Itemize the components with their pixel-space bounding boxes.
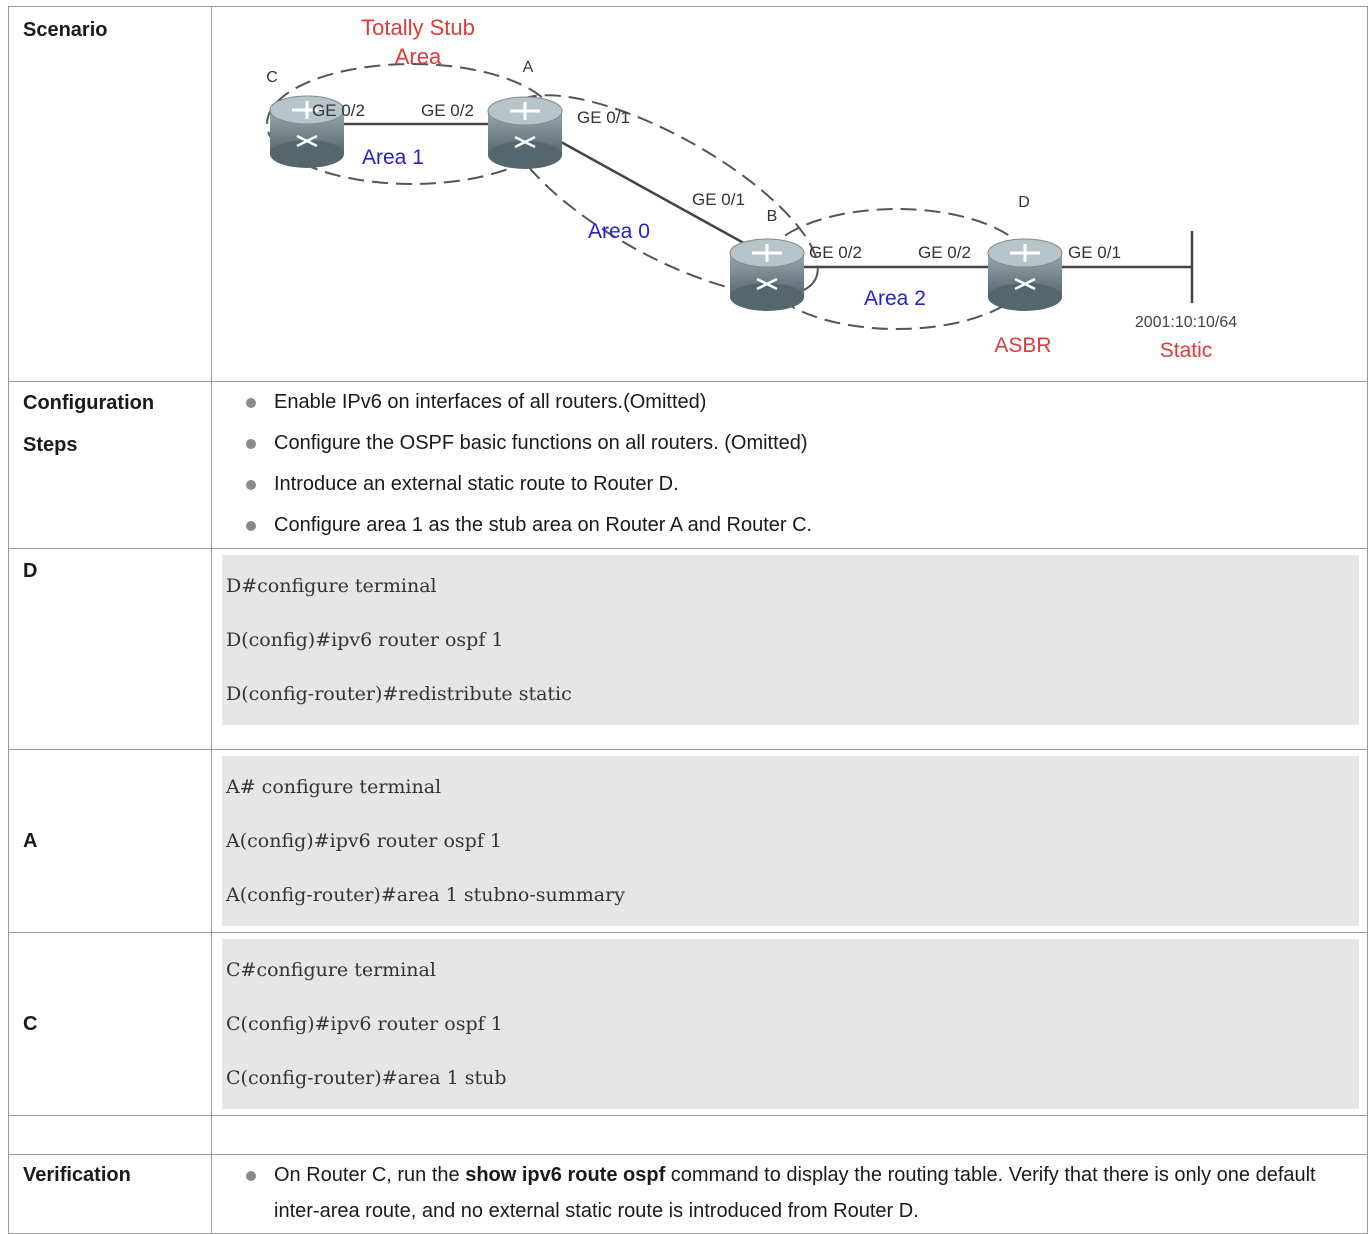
router-a-code-cell: A# configure terminal A(config)#ipv6 rou… <box>211 749 1368 933</box>
static-prefix-label: 2001:10:10/64 <box>1135 314 1237 331</box>
empty-label-cell <box>8 1115 212 1155</box>
area1-label: Area 1 <box>362 146 424 169</box>
command-name: show ipv6 route ospf <box>465 1164 666 1186</box>
code-line: A(config-router)#area 1 stubno-summary <box>226 884 625 906</box>
code-line: A(config)#ipv6 router ospf 1 <box>226 830 502 852</box>
router-c-code-cell: C#configure terminal C(config)#ipv6 rout… <box>211 932 1368 1116</box>
router-c-row-label: C <box>8 932 212 1116</box>
iface-d-ge02: GE 0/2 <box>918 243 971 262</box>
router-a-row-label: A <box>8 749 212 933</box>
code-line: C(config)#ipv6 router ospf 1 <box>226 1013 503 1035</box>
router-c-label: C <box>266 69 278 86</box>
router-b-label: B <box>767 208 778 225</box>
code-line: C(config-router)#area 1 stub <box>226 1067 507 1089</box>
router-a-icon <box>487 96 563 169</box>
router-b-icon <box>729 238 805 311</box>
router-d-icon <box>987 238 1063 311</box>
asbr-label: ASBR <box>994 334 1051 357</box>
config-steps-cell: Enable IPv6 on interfaces of all routers… <box>211 381 1368 549</box>
iface-a-ge01: GE 0/1 <box>577 108 630 127</box>
network-topology-diagram: Totally Stub Area C A B D GE 0/2 GE 0/2 … <box>266 15 1237 362</box>
static-label: Static <box>1160 339 1213 362</box>
iface-b-ge02: GE 0/2 <box>809 243 862 262</box>
iface-b-ge01: GE 0/1 <box>692 190 745 209</box>
scenario-label: Scenario <box>8 6 212 382</box>
list-item: Configure the OSPF basic functions on al… <box>236 423 1367 464</box>
code-line: D(config)#ipv6 router ospf 1 <box>226 629 504 651</box>
router-d-row-label: D <box>8 548 212 750</box>
iface-c-ge02: GE 0/2 <box>312 101 365 120</box>
scenario-cell: Totally Stub Area C A B D GE 0/2 GE 0/2 … <box>211 6 1368 382</box>
config-steps-label: Configuration Steps <box>8 381 212 549</box>
code-line: D(config-router)#redistribute static <box>226 683 572 705</box>
area0-label: Area 0 <box>588 220 650 243</box>
empty-content-cell <box>211 1115 1368 1155</box>
configuration-table: Scenario <box>8 6 1368 1234</box>
list-item: Configure area 1 as the stub area on Rou… <box>236 505 1367 546</box>
code-block-d: D#configure terminal D(config)#ipv6 rout… <box>222 555 1359 725</box>
code-block-a: A# configure terminal A(config)#ipv6 rou… <box>222 756 1359 926</box>
config-steps-list: Enable IPv6 on interfaces of all routers… <box>212 382 1367 546</box>
router-a-label: A <box>523 59 534 76</box>
link-a-b <box>551 135 761 254</box>
area2-label: Area 2 <box>864 287 926 310</box>
area-title-line1: Totally Stub <box>361 15 475 40</box>
verification-cell: On Router C, run the show ipv6 route osp… <box>211 1154 1368 1234</box>
router-d-code-cell: D#configure terminal D(config)#ipv6 rout… <box>211 548 1368 750</box>
iface-a-ge02: GE 0/2 <box>421 101 474 120</box>
list-item: Enable IPv6 on interfaces of all routers… <box>236 382 1367 423</box>
code-line: C#configure terminal <box>226 959 436 981</box>
code-line: A# configure terminal <box>226 776 442 798</box>
verification-text: On Router C, run the show ipv6 route osp… <box>212 1155 1367 1233</box>
list-item: Introduce an external static route to Ro… <box>236 464 1367 505</box>
router-c-icon <box>269 95 345 168</box>
area-title-line2: Area <box>395 44 442 69</box>
router-d-label: D <box>1018 194 1030 211</box>
code-block-c: C#configure terminal C(config)#ipv6 rout… <box>222 939 1359 1109</box>
code-line: D#configure terminal <box>226 575 437 597</box>
verification-label: Verification <box>8 1154 212 1234</box>
iface-d-ge01: GE 0/1 <box>1068 243 1121 262</box>
